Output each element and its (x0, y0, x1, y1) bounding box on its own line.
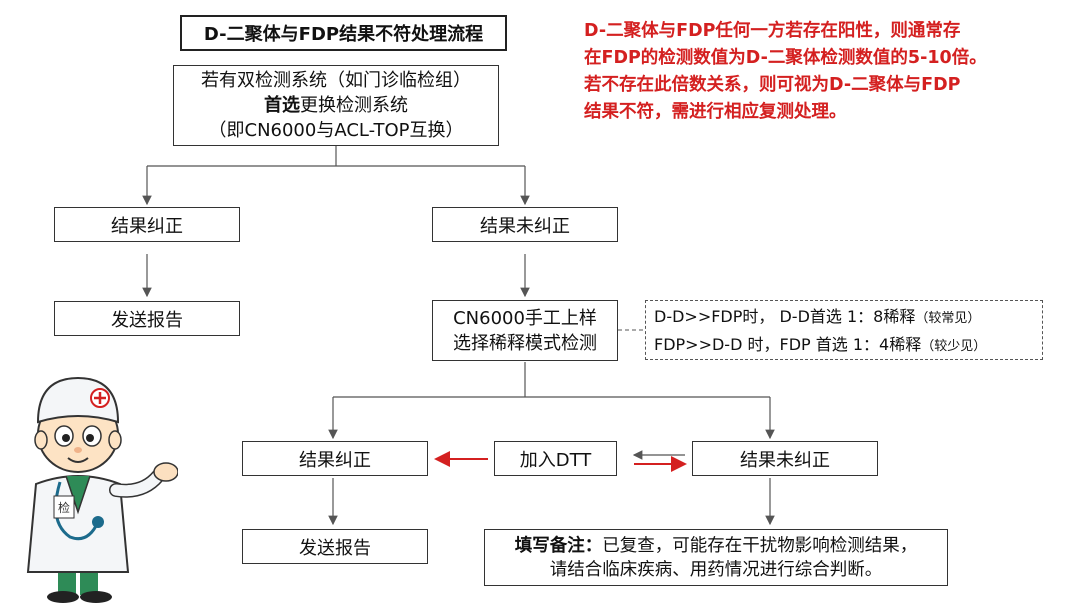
note-line: 在FDP的检测数值为D-二聚体检测数值的5-10倍。 (584, 48, 987, 68)
doctor-hand (153, 462, 178, 482)
final-remark-line: 填写备注：已复查，可能存在干扰物影响检测结果， (515, 534, 918, 558)
red-cross-icon (94, 392, 106, 404)
note-line: D-二聚体与FDP任何一方若存在阳性，则通常存 (584, 21, 961, 41)
dilution-rules-box: D-D>>FDP时， D-D首选 1：8稀释（较常见） FDP>>D-D 时，F… (645, 300, 1043, 360)
doctor-nose (74, 447, 82, 453)
doctor-leg (58, 567, 76, 595)
left-send-report-box: 发送报告 (54, 301, 240, 336)
note-line: 若不存在此倍数关系，则可视为D-二聚体与FDP (584, 75, 961, 95)
dtt-left-result-text: 结果纠正 (299, 449, 371, 471)
final-remark-line: 请结合临床疾病、用药情况进行综合判断。 (549, 559, 883, 580)
doctor-shoe (47, 591, 79, 603)
dilution-rule-note: （较常见） (915, 311, 981, 326)
dtt-send-report-text: 发送报告 (299, 537, 371, 559)
left-result-corrected-box: 结果纠正 (54, 207, 240, 242)
doctor-arm-fill (110, 470, 164, 497)
doctor-badge-text: 检 (58, 500, 70, 515)
flow-title-text: D-二聚体与FDP结果不符处理流程 (203, 24, 484, 45)
doctor-collar (65, 475, 91, 515)
doctor-illustration: 检 (26, 376, 178, 603)
stethoscope-head (92, 516, 104, 528)
dual-system-box: 若有双检测系统（如门诊临检组） 首选更换检测系统 （即CN6000与ACL-TO… (173, 65, 499, 146)
dual-system-line: 若有双检测系统（如门诊临检组） (201, 70, 471, 91)
manual-dilution-line: CN6000手工上样 (453, 307, 597, 329)
doctor-coat (26, 475, 130, 573)
add-dtt-box: 加入DTT (494, 441, 617, 476)
dilution-rule-text: D-D>>FDP时， D-D首选 1：8稀释 (654, 307, 916, 326)
note-line: 结果不符，需进行相应复测处理。 (584, 102, 847, 122)
doctor-ear (34, 430, 48, 450)
dual-system-line: 首选更换检测系统 (264, 93, 408, 118)
doctor-mouth (67, 457, 89, 463)
dilution-rule-row: D-D>>FDP时， D-D首选 1：8稀释（较常见） (654, 304, 1034, 332)
dual-system-line: （即CN6000与ACL-TOP互换） (208, 120, 464, 141)
final-remark-text: 已复查，可能存在干扰物影响检测结果， (602, 535, 918, 556)
right-result-uncorrected-box: 结果未纠正 (432, 207, 618, 242)
doctor-badge (53, 495, 75, 519)
ratio-explanation-note: D-二聚体与FDP任何一方若存在阳性，则通常存 在FDP的检测数值为D-二聚体检… (584, 18, 1054, 126)
doctor-ear (108, 430, 122, 450)
left-send-report-text: 发送报告 (111, 309, 183, 331)
doctor-leg (80, 567, 98, 595)
final-remark-label: 填写备注： (514, 535, 603, 556)
flow-title: D-二聚体与FDP结果不符处理流程 (180, 15, 507, 51)
dtt-right-result-uncorrected-box: 结果未纠正 (692, 441, 878, 476)
doctor-pupil (86, 434, 94, 442)
manual-dilution-line: 选择稀释模式检测 (453, 332, 597, 354)
final-remark-box: 填写备注：已复查，可能存在干扰物影响检测结果， 请结合临床疾病、用药情况进行综合… (484, 529, 948, 586)
left-result-corrected-text: 结果纠正 (111, 215, 183, 237)
doctor-pupil (62, 434, 70, 442)
dtt-send-report-box: 发送报告 (242, 529, 428, 564)
dtt-left-result-corrected-box: 结果纠正 (242, 441, 428, 476)
dilution-rule-row: FDP>>D-D 时，FDP 首选 1：4稀释（较少见） (654, 332, 1034, 360)
dtt-right-result-text: 结果未纠正 (740, 449, 830, 471)
dilution-rule-note: （较少见） (921, 339, 987, 354)
right-result-uncorrected-text: 结果未纠正 (480, 215, 570, 237)
manual-dilution-box: CN6000手工上样 选择稀释模式检测 (432, 300, 618, 361)
switch-system-text: 更换检测系统 (300, 95, 408, 116)
doctor-shoe (80, 591, 112, 603)
add-dtt-text: 加入DTT (519, 449, 592, 471)
preferred-label: 首选 (264, 95, 300, 116)
dilution-rule-text: FDP>>D-D 时，FDP 首选 1：4稀释 (654, 335, 922, 354)
